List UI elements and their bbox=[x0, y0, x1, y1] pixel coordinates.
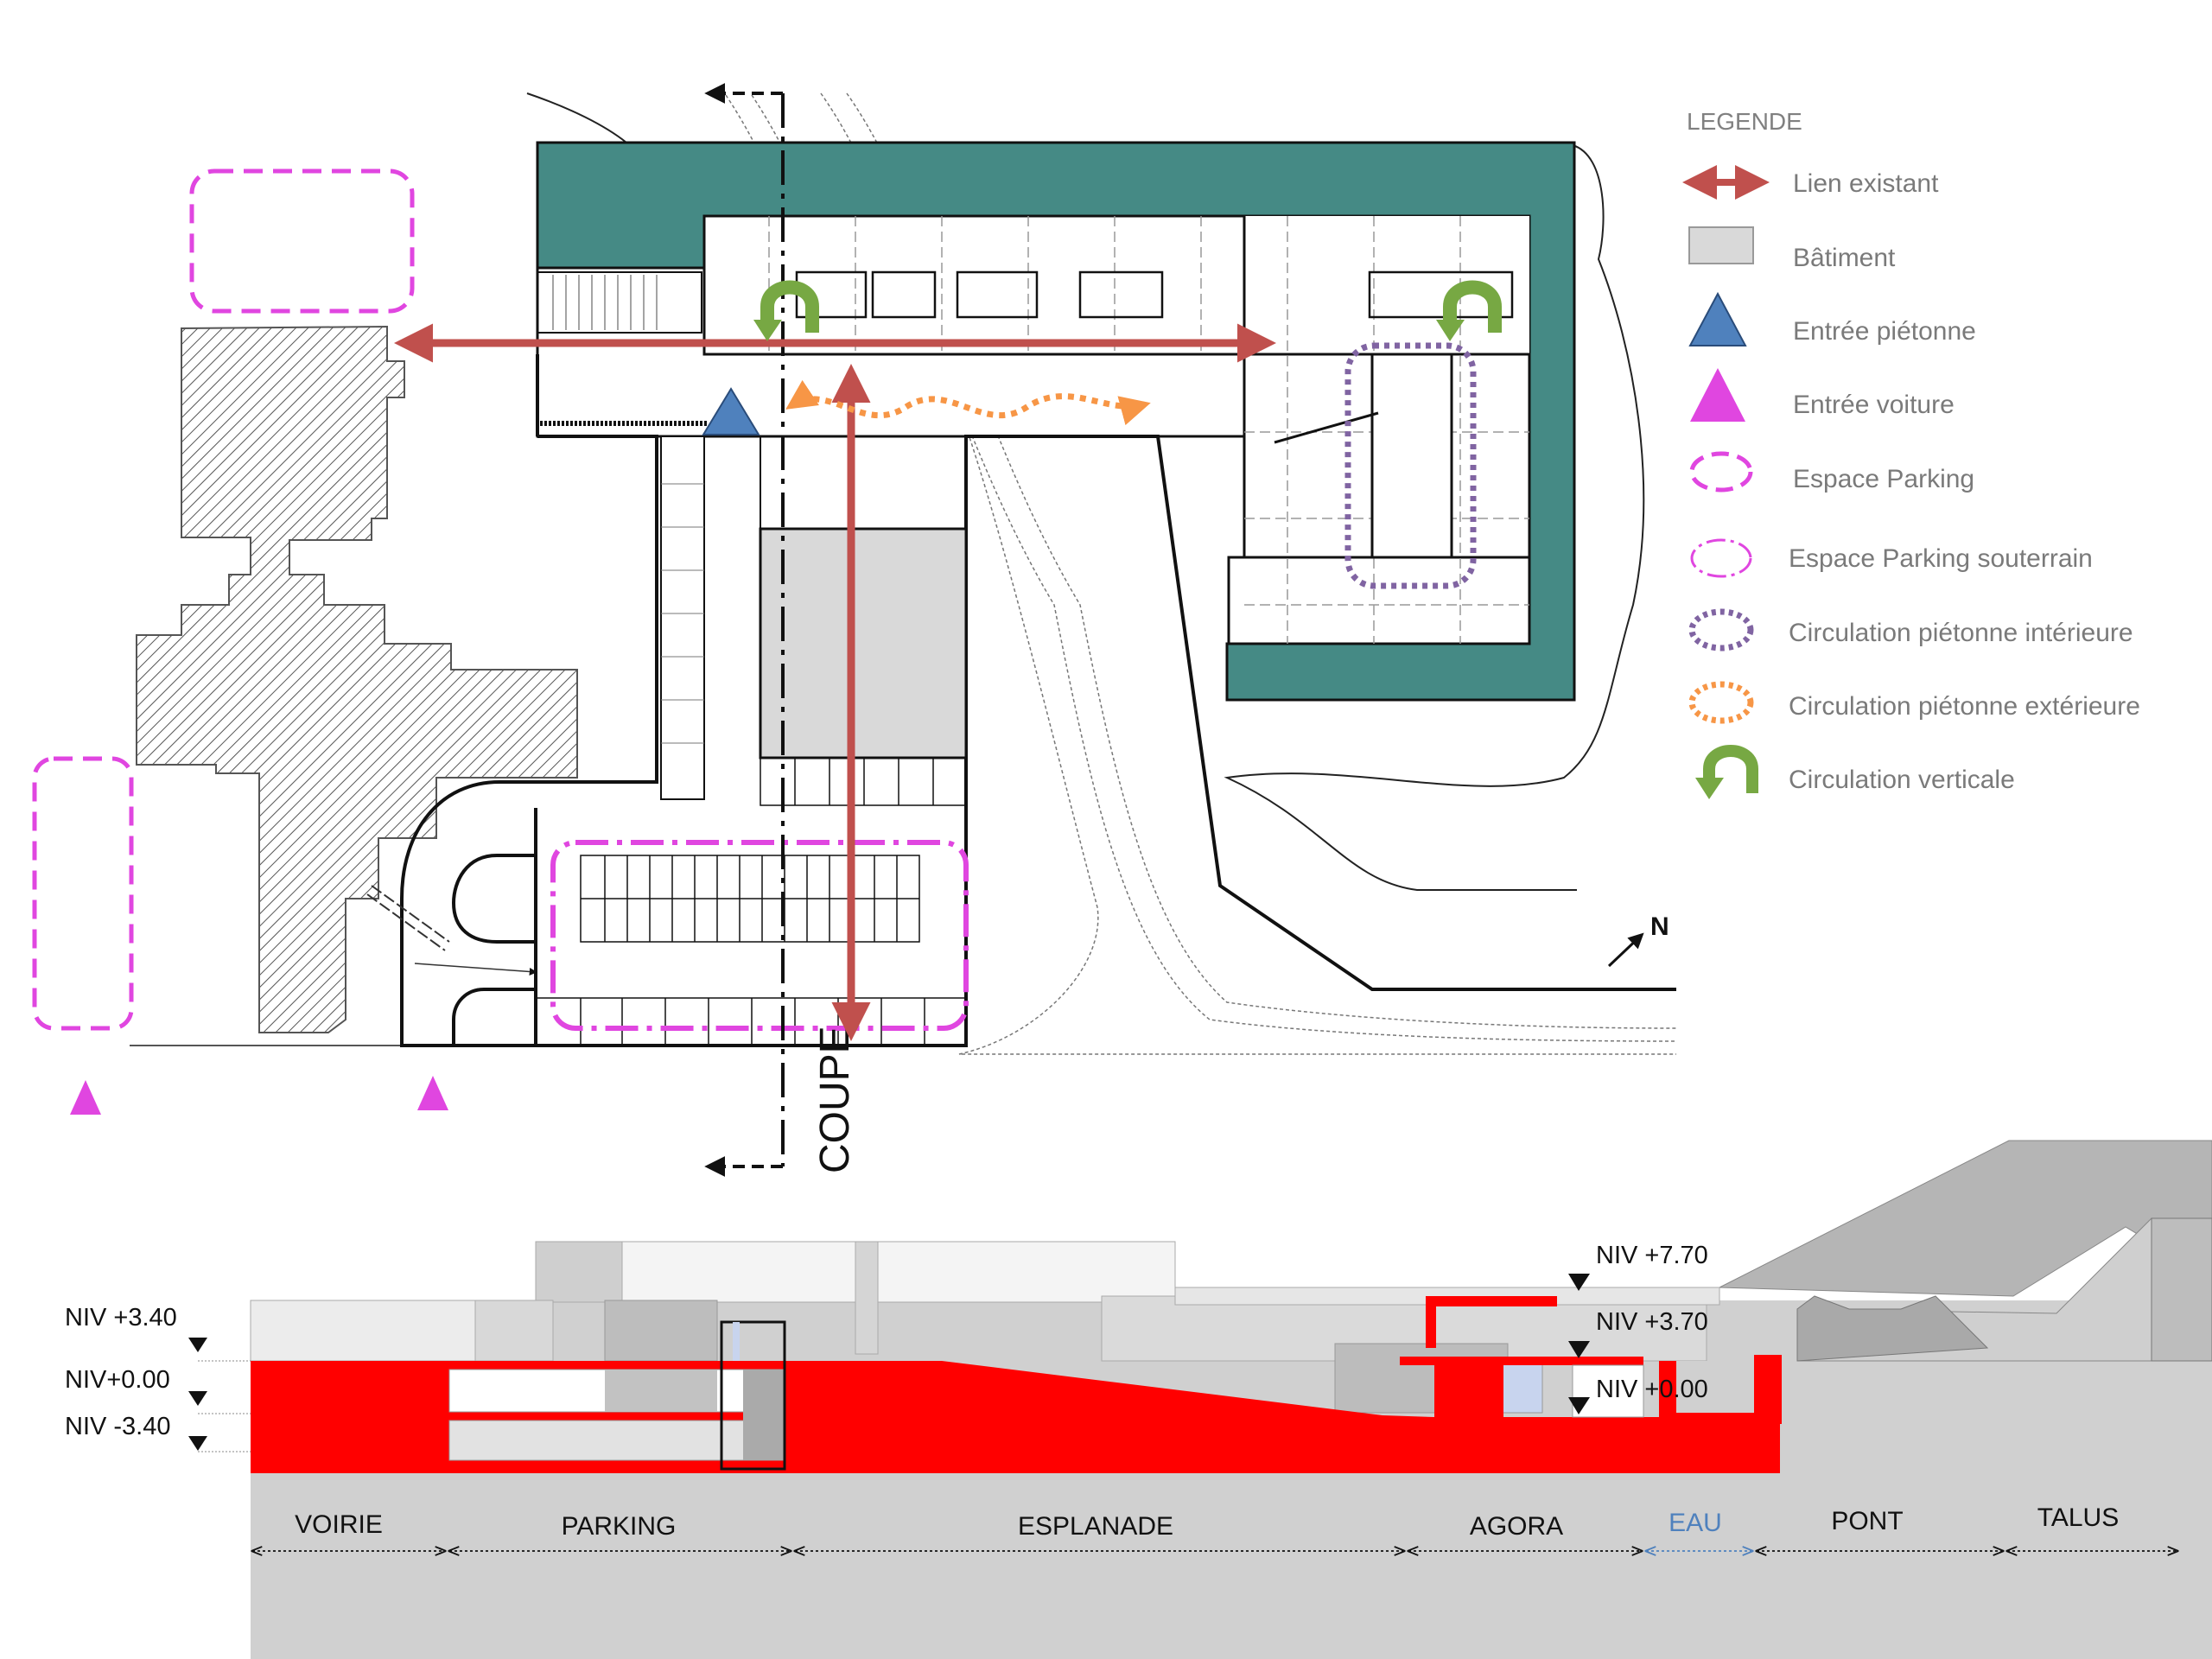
zone-label-agora: AGORA bbox=[1470, 1512, 1563, 1541]
level-label: NIV +7.70 bbox=[1596, 1242, 1708, 1269]
dashdot-ellipse-icon bbox=[1690, 538, 1752, 578]
zone-label-esplanade: ESPLANADE bbox=[1018, 1512, 1173, 1541]
zone-label-pont: PONT bbox=[1831, 1507, 1903, 1535]
ramp bbox=[660, 435, 705, 800]
level-marker-icon bbox=[188, 1338, 207, 1352]
level-label: NIV +3.40 bbox=[65, 1304, 177, 1332]
level-marker-icon bbox=[1568, 1341, 1590, 1358]
zone-label-voirie: VOIRIE bbox=[295, 1510, 383, 1539]
parking-area-north bbox=[189, 168, 415, 314]
level-marker-icon bbox=[188, 1436, 207, 1451]
interior-pedestrian-circulation bbox=[1344, 342, 1477, 589]
central-building bbox=[759, 527, 968, 760]
zone-label-eau: EAU bbox=[1669, 1509, 1722, 1537]
site-boundary bbox=[1224, 144, 1645, 891]
dashed-ellipse-icon bbox=[1689, 451, 1753, 493]
ramp-steps bbox=[661, 483, 704, 744]
parking-stalls bbox=[536, 757, 967, 1046]
section-label: COUPE bbox=[812, 1026, 858, 1173]
zone-label-talus: TALUS bbox=[2037, 1503, 2119, 1532]
north-label: N bbox=[1650, 912, 1669, 941]
exterior-pedestrian-circulation bbox=[785, 379, 1151, 426]
dotted-orange-ellipse-icon bbox=[1688, 681, 1754, 724]
pedestrian-triangle-icon bbox=[1688, 291, 1747, 346]
legend-label: Espace Parking souterrain bbox=[1789, 544, 2093, 573]
curved-arrow-icon bbox=[1695, 745, 1758, 799]
room bbox=[956, 270, 1039, 319]
agora-floor bbox=[1400, 1357, 1643, 1365]
agora-roof bbox=[1426, 1296, 1557, 1306]
room bbox=[1078, 270, 1164, 319]
legend-label: Entrée piétonne bbox=[1793, 317, 1976, 346]
level-label: NIV +3.70 bbox=[1596, 1308, 1708, 1336]
legend-label: Entrée voiture bbox=[1793, 391, 1955, 419]
level-marker-icon bbox=[1568, 1397, 1590, 1414]
legend-label: Lien existant bbox=[1793, 169, 1939, 198]
level-label: NIV -3.40 bbox=[65, 1413, 171, 1440]
legend: LEGENDE Lien existant Bâtiment Entrée pi… bbox=[1682, 108, 2140, 799]
dotted-path bbox=[958, 431, 1676, 1055]
parking-ramp bbox=[451, 854, 537, 944]
east-core bbox=[1370, 353, 1453, 559]
room bbox=[871, 270, 937, 319]
zone-label-parking: PARKING bbox=[562, 1512, 677, 1541]
pedestrian-entrance-icon bbox=[702, 387, 760, 435]
level-label: NIV+0.00 bbox=[65, 1366, 170, 1394]
pont bbox=[1796, 1295, 1989, 1362]
car-entrance-icon bbox=[417, 1076, 448, 1110]
talus-roof bbox=[1719, 1140, 2212, 1297]
north-arrow-icon bbox=[1607, 932, 1644, 968]
stair-line bbox=[1274, 411, 1379, 444]
level-marker-icon bbox=[1568, 1274, 1590, 1291]
dotted-path bbox=[846, 92, 1677, 1029]
legend-label: Circulation verticale bbox=[1789, 766, 2015, 794]
legend-title: LEGENDE bbox=[1687, 108, 1802, 135]
car-triangle-icon bbox=[1690, 368, 1745, 422]
dotted-purple-ellipse-icon bbox=[1688, 608, 1754, 652]
legend-label: Bâtiment bbox=[1793, 244, 1896, 272]
legend-label: Circulation piétonne extérieure bbox=[1789, 692, 2140, 721]
building-swatch-icon bbox=[1688, 226, 1754, 264]
cross-section: NIV +3.40 NIV+0.00 NIV -3.40 NIV +7.70 N… bbox=[65, 1140, 2212, 1659]
car-entrance-icon bbox=[70, 1080, 101, 1115]
vertical-circulation-icon bbox=[1436, 280, 1502, 341]
parking-area-west bbox=[32, 756, 134, 1031]
room bbox=[1368, 270, 1514, 319]
vertical-circulation-icon bbox=[753, 280, 819, 341]
underground-parking bbox=[550, 840, 969, 1031]
legend-label: Espace Parking bbox=[1793, 465, 1974, 493]
legend-label: Circulation piétonne intérieure bbox=[1789, 619, 2133, 647]
site-plan: COUPE N bbox=[32, 83, 1677, 1177]
level-marker-icon bbox=[188, 1391, 207, 1406]
east-wing-annex bbox=[1227, 556, 1531, 645]
topo-line bbox=[526, 92, 627, 143]
dotted-path bbox=[820, 92, 1677, 1042]
level-label: NIV +0.00 bbox=[1596, 1376, 1708, 1403]
